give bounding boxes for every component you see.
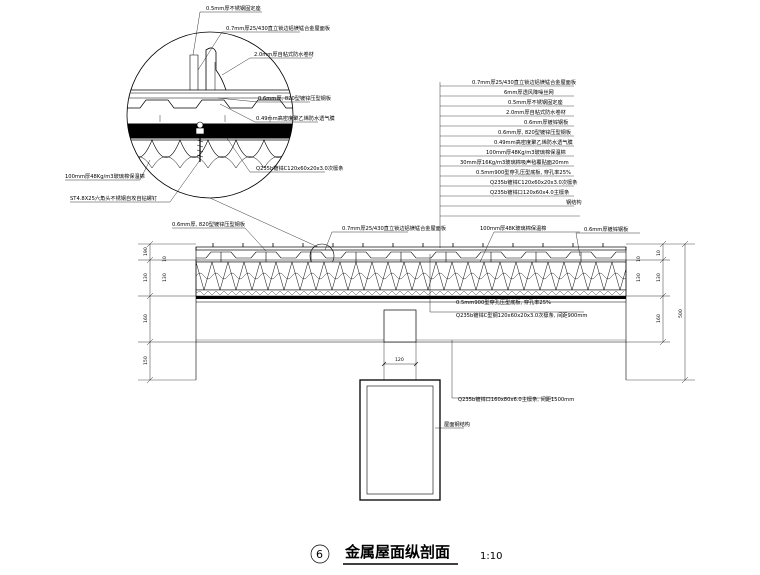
label-sheet-top: 0.7mm厚25/430直立锁边铝镁锰合金屋面板 <box>342 224 447 232</box>
right-label-4: 0.6mm厚镀锌钢板 <box>524 118 569 126</box>
detail-label-0: 0.5mm厚不锈钢固定座 <box>206 4 261 12</box>
right-label-1: 6mm厚透风降噪丝网 <box>504 88 554 96</box>
dim-120: 120 <box>395 357 404 363</box>
right-label-10: Q235b镀锌C120x60x20x3.0次檩条 <box>490 178 577 186</box>
label-deck-left: 0.6mm厚, 820型镀锌压型钢板 <box>172 220 246 228</box>
drawing-title: 6 金属屋面纵剖面 1:10 <box>310 543 502 565</box>
dim-right-small-0: 10 <box>636 256 642 262</box>
roof-section: 120 0.6mm厚, 820型镀锌压型钢板 0.7mm厚25/430直立锁边铝… <box>138 220 695 501</box>
right-label-7: 100mm厚48Kg/m3玻璃棉保温棉 <box>486 148 566 156</box>
label-purlin-c: Q235b镀锌C型钢120x60x20x3.0次檩条, 间距900mm <box>456 311 587 319</box>
label-steel: 屋面钢结构 <box>444 420 470 428</box>
dim-small-0: 10 <box>162 256 168 262</box>
label-perf: 0.5mm900型穿孔压型底板, 穿孔率25% <box>456 298 551 306</box>
label-insul-top: 100mm厚48K玻璃棉保温棉 <box>480 224 546 232</box>
title-text: 金属屋面纵剖面 <box>344 543 450 561</box>
right-label-6: 0.49mm高密度聚乙烯防水透气膜 <box>494 138 573 146</box>
right-label-9: 0.5mm900型穿孔压型底板, 穿孔率25% <box>476 168 571 176</box>
detail-label-1: 0.7mm厚25/430直立锁边铝镁锰合金屋面板 <box>226 24 331 32</box>
title-scale: 1:10 <box>480 551 502 562</box>
detail-label-2: 2.0mm厚自粘式防水卷材 <box>254 50 314 58</box>
right-label-stack: 0.7mm厚25/430直立锁边铝镁锰合金屋面板 6mm厚透风降噪丝网 0.5m… <box>439 78 582 248</box>
dim-left-0: 190 <box>143 247 149 256</box>
dim-left-2: 160 <box>143 314 149 323</box>
title-number: 6 <box>316 548 323 561</box>
right-label-11: Q235b镀锌口120x60x4.0主檩条 <box>490 188 569 196</box>
dim-right-small-1: 130 <box>636 273 642 282</box>
detail-circle: 0.5mm厚不锈钢固定座 0.7mm厚25/430直立锁边铝镁锰合金屋面板 2.… <box>65 4 343 203</box>
dim-left-3: 150 <box>143 356 149 365</box>
right-label-0: 0.7mm厚25/430直立锁边铝镁锰合金屋面板 <box>472 78 577 86</box>
label-plate-right: 0.6mm厚镀锌钢板 <box>584 225 629 233</box>
detail-label-6: 100mm厚48Kg/m3玻璃棉保温棉 <box>65 172 145 180</box>
label-purlin-main: Q235b镀锌口160x80x6.0主檩条, 间距1500mm <box>458 395 574 403</box>
dim-right-1: 130 <box>656 273 662 282</box>
right-label-8: 30mm厚16Kg/m3玻璃棉吸声毡覆贴面20mm <box>460 158 569 166</box>
right-label-3: 2.0mm厚自粘式防水卷材 <box>506 108 566 116</box>
right-label-2: 0.5mm厚不锈钢固定座 <box>508 98 563 106</box>
right-label-12: 钢结构 <box>566 198 582 206</box>
detail-label-4: 0.49mm高密度聚乙烯防水透气膜 <box>256 114 335 122</box>
dim-right-0: 10 <box>656 250 662 256</box>
detail-label-3: 0.6mm厚, 820型镀锌压型钢板 <box>258 94 332 102</box>
dim-right-total: 500 <box>678 309 684 318</box>
right-label-5: 0.6mm厚, 820型镀锌压型钢板 <box>498 128 572 136</box>
detail-label-7: ST4.8X25六角头不锈钢自攻自钻螺钉 <box>70 194 157 202</box>
dim-small-1: 130 <box>162 273 168 282</box>
detail-label-5: Q235b镀锌C120x60x20x3.0次檩条 <box>256 164 343 172</box>
dim-right-2: 160 <box>656 314 662 323</box>
dim-left-1: 130 <box>143 273 149 282</box>
